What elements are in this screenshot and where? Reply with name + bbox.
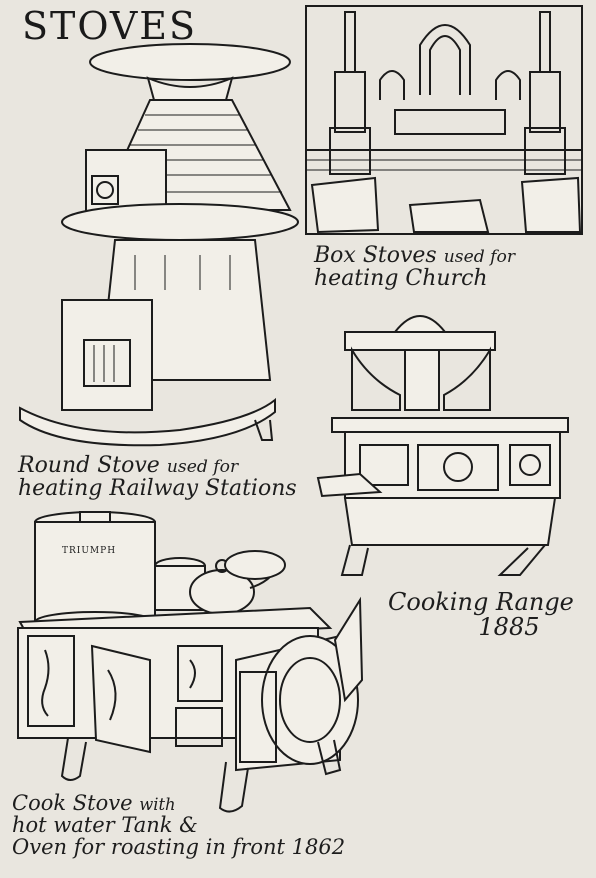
round-stove-caption-line2: heating Railway Stations <box>18 476 297 502</box>
box-stoves-caption-line1: Box Stoves used for <box>314 243 516 268</box>
tank-brand-label: TRIUMPH <box>62 546 117 556</box>
box-stoves-caption-line2: heating Church <box>314 266 488 292</box>
cooking-range-drawing <box>316 315 569 576</box>
cook-stove-caption-line2: hot water Tank & <box>12 813 198 838</box>
cook-stove-caption: Cook Stove with hot water Tank & Oven fo… <box>12 792 345 858</box>
cooking-range-caption-line1: Cooking Range <box>388 588 574 616</box>
round-stove-drawing <box>19 43 299 447</box>
cooking-range-caption: Cooking Range 1885 <box>388 588 574 642</box>
cook-stove-caption-line1: Cook Stove with <box>12 791 176 815</box>
cook-stove-drawing <box>17 511 364 813</box>
cooking-range-caption-line2: 1885 <box>478 613 540 642</box>
cook-stove-caption-line3: Oven for roasting in front 1862 <box>12 835 346 860</box>
page-title: STOVES <box>22 4 198 48</box>
box-stoves-caption: Box Stoves used for heating Church <box>314 244 515 290</box>
church-box-stoves-drawing <box>305 5 583 235</box>
round-stove-caption-line1: Round Stove used for <box>18 453 239 478</box>
round-stove-caption: Round Stove used for heating Railway Sta… <box>18 454 297 500</box>
